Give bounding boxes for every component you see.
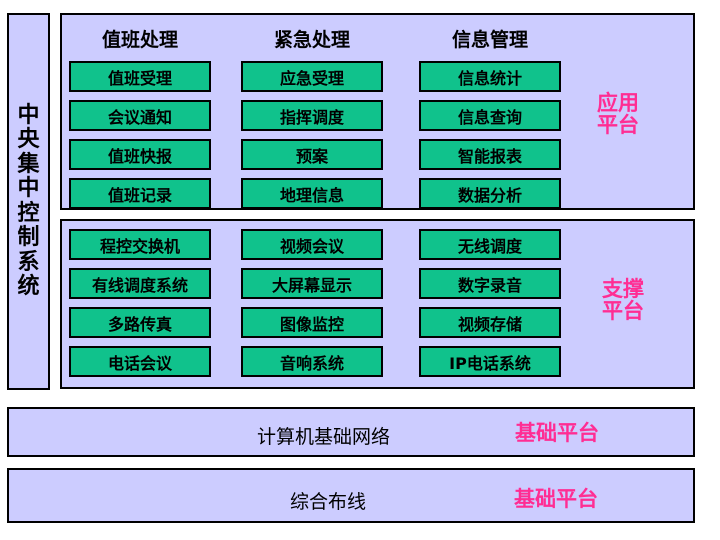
- module-button: 图像监控: [241, 307, 383, 338]
- module-button: 电话会议: [69, 346, 211, 377]
- module-button: 预案: [241, 139, 383, 170]
- module-button: 信息统计: [419, 61, 561, 92]
- column-header-information: 信息管理: [451, 29, 528, 51]
- module-button: 数据分析: [419, 178, 561, 209]
- module-button: 信息查询: [419, 100, 561, 131]
- module-button: 音响系统: [241, 346, 383, 377]
- column-header-emergency: 紧急处理: [273, 29, 350, 51]
- module-button: 值班快报: [69, 139, 211, 170]
- system-title: 中央集中控制系统: [17, 102, 40, 299]
- module-button: IP电话系统: [419, 346, 561, 377]
- app-duty-column: 值班受理 会议通知 值班快报 值班记录: [69, 61, 211, 209]
- module-button: 有线调度系统: [69, 268, 211, 299]
- module-button: 程控交换机: [69, 229, 211, 260]
- support-platform-panel: 程控交换机 有线调度系统 多路传真 电话会议 视频会议 大屏幕显示 图像监控 音…: [60, 219, 695, 389]
- system-title-bar: 中央集中控制系统: [7, 13, 50, 390]
- module-button: 大屏幕显示: [241, 268, 383, 299]
- column-header-duty: 值班处理: [101, 29, 178, 51]
- base-platform-tag: 基础平台: [515, 421, 599, 445]
- base-platform-tag: 基础平台: [514, 487, 598, 511]
- application-platform-panel: 值班处理 紧急处理 信息管理 值班受理 会议通知 值班快报 值班记录 应急受理 …: [60, 13, 695, 210]
- module-button: 智能报表: [419, 139, 561, 170]
- network-label: 计算机基础网络: [257, 426, 391, 448]
- cabling-label: 综合布线: [290, 491, 367, 513]
- app-information-column: 信息统计 信息查询 智能报表 数据分析: [419, 61, 561, 209]
- module-button: 视频会议: [241, 229, 383, 260]
- module-button: 多路传真: [69, 307, 211, 338]
- application-platform-label: 应用 平台: [597, 91, 639, 137]
- module-button: 数字录音: [419, 268, 561, 299]
- module-button: 无线调度: [419, 229, 561, 260]
- module-button: 地理信息: [241, 178, 383, 209]
- support-platform-label: 支撑 平台: [602, 277, 644, 323]
- module-button: 视频存储: [419, 307, 561, 338]
- module-button: 应急受理: [241, 61, 383, 92]
- support-column-3: 无线调度 数字录音 视频存储 IP电话系统: [419, 229, 561, 377]
- support-column-2: 视频会议 大屏幕显示 图像监控 音响系统: [241, 229, 383, 377]
- support-column-1: 程控交换机 有线调度系统 多路传真 电话会议: [69, 229, 211, 377]
- module-button: 值班记录: [69, 178, 211, 209]
- module-button: 指挥调度: [241, 100, 383, 131]
- app-emergency-column: 应急受理 指挥调度 预案 地理信息: [241, 61, 383, 209]
- base-platform-network-panel: 计算机基础网络 基础平台: [7, 407, 695, 457]
- module-button: 值班受理: [69, 61, 211, 92]
- base-platform-cabling-panel: 综合布线 基础平台: [7, 468, 695, 523]
- module-button: 会议通知: [69, 100, 211, 131]
